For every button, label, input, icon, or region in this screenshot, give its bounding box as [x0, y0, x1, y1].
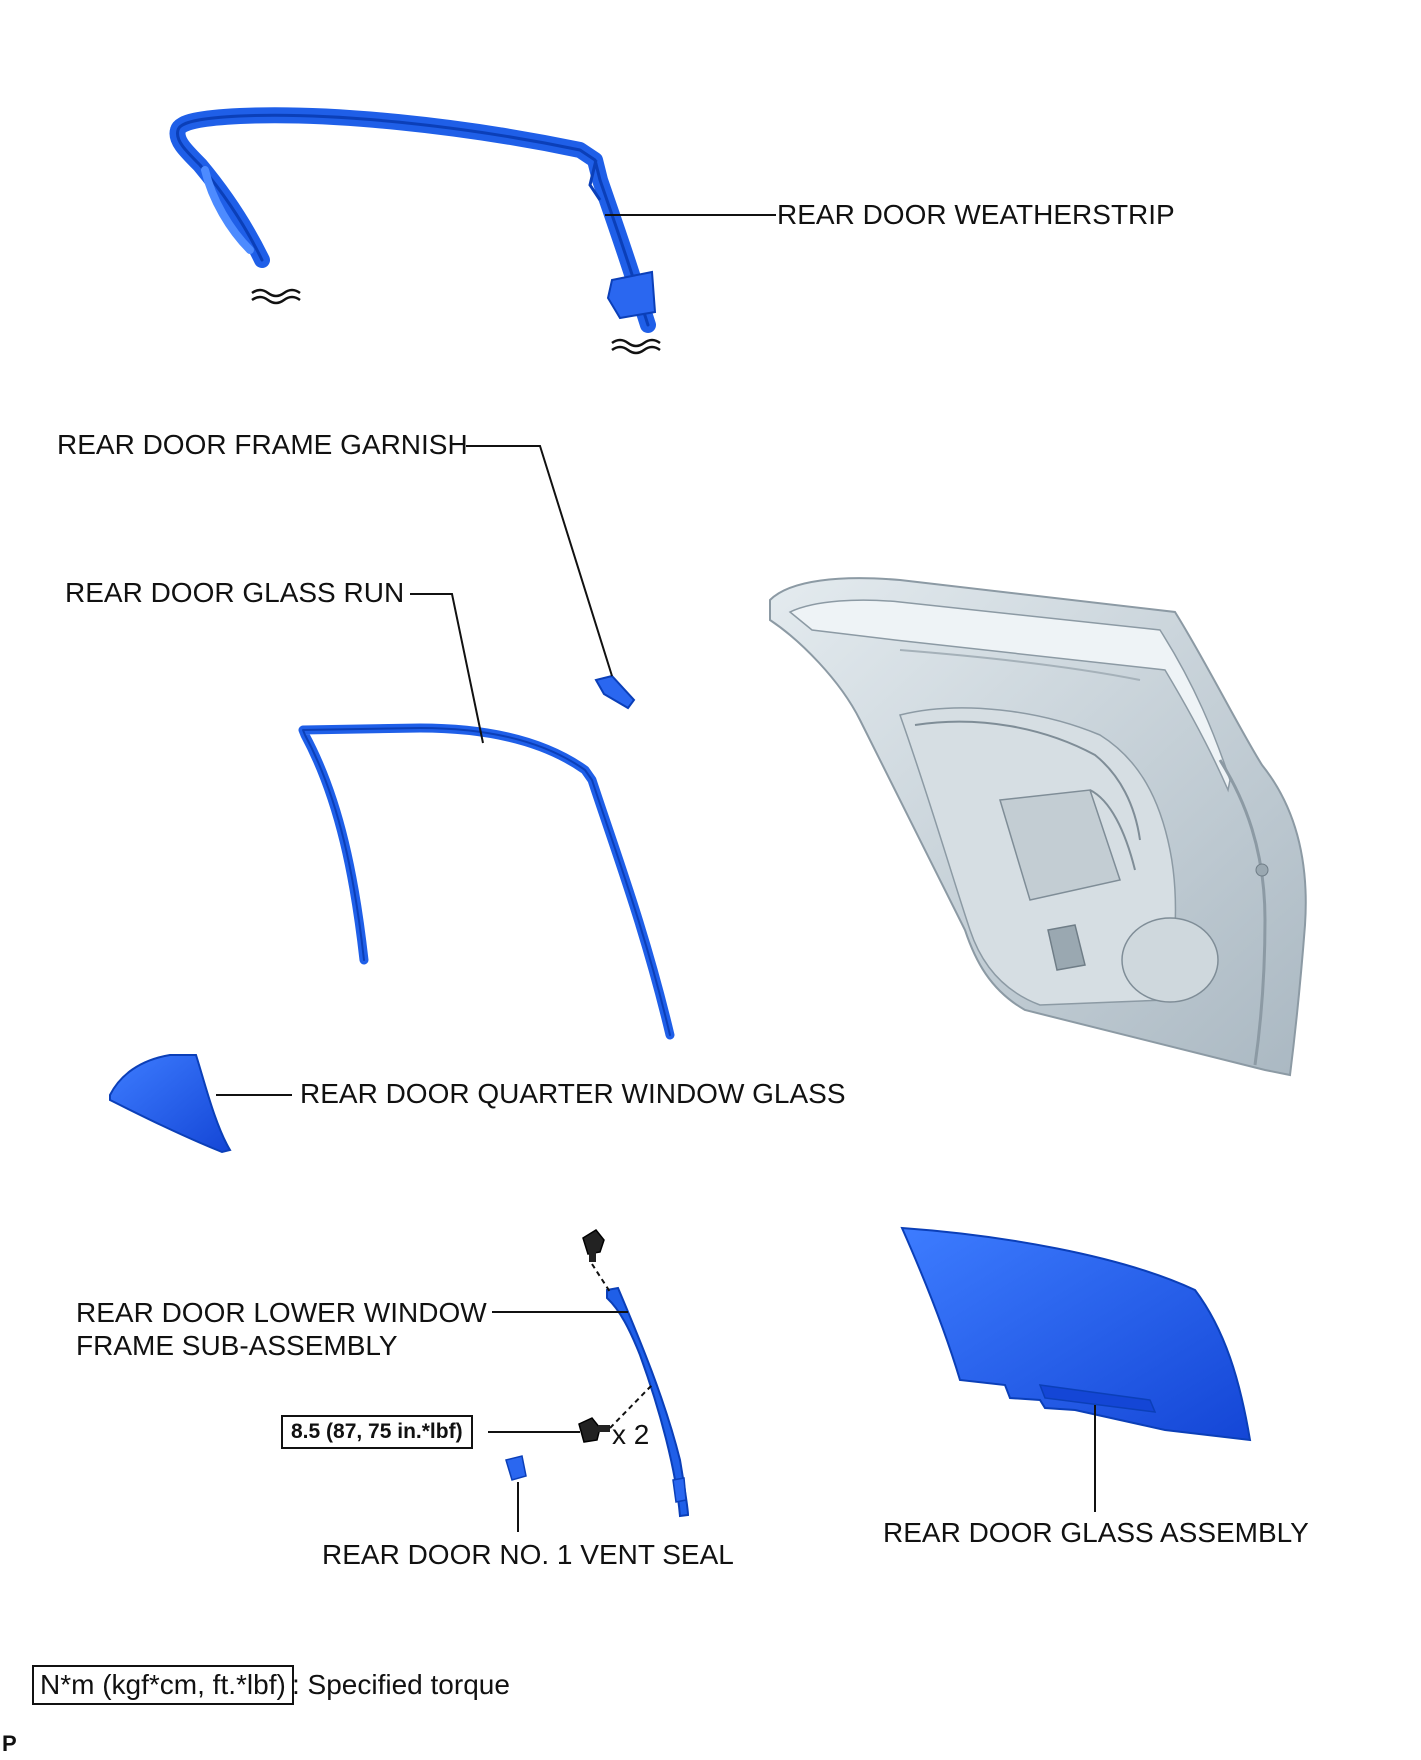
- torque-spec-box: 8.5 (87, 75 in.*lbf): [281, 1415, 473, 1449]
- weatherstrip-label: REAR DOOR WEATHERSTRIP: [777, 199, 1175, 230]
- frame-garnish-label: REAR DOOR FRAME GARNISH: [57, 429, 468, 460]
- frame-garnish-leader: [466, 445, 613, 677]
- vent-seal-part: [505, 1455, 527, 1481]
- screw-top: [582, 1229, 611, 1293]
- torque-legend-description: : Specified torque: [292, 1669, 510, 1700]
- lower-window-frame-label-line1: REAR DOOR LOWER WINDOW: [76, 1297, 487, 1328]
- quarter-window-glass-part: [109, 1054, 232, 1154]
- frame-garnish-part: [594, 674, 636, 710]
- screw-bolt: [578, 1384, 653, 1443]
- glass-run-part: [298, 723, 675, 1040]
- glass-run-leader: [410, 593, 484, 744]
- quarter-window-glass-label: REAR DOOR QUARTER WINDOW GLASS: [300, 1078, 846, 1109]
- glass-assembly-label: REAR DOOR GLASS ASSEMBLY: [883, 1517, 1309, 1548]
- lower-window-frame-part: [606, 1286, 690, 1518]
- rear-door-panel: [769, 577, 1307, 1077]
- glass-assembly-part: [900, 1226, 1252, 1442]
- torque-legend-box: N*m (kgf*cm, ft.*lbf): [32, 1665, 294, 1705]
- glass-run-label: REAR DOOR GLASS RUN: [65, 577, 405, 608]
- torque-qty: x 2: [612, 1419, 650, 1450]
- lower-window-frame-label-line2: FRAME SUB-ASSEMBLY: [76, 1330, 398, 1361]
- weatherstrip-part: [169, 107, 661, 355]
- vent-seal-label: REAR DOOR NO. 1 VENT SEAL: [322, 1539, 734, 1570]
- corner-mark: P: [2, 1731, 17, 1756]
